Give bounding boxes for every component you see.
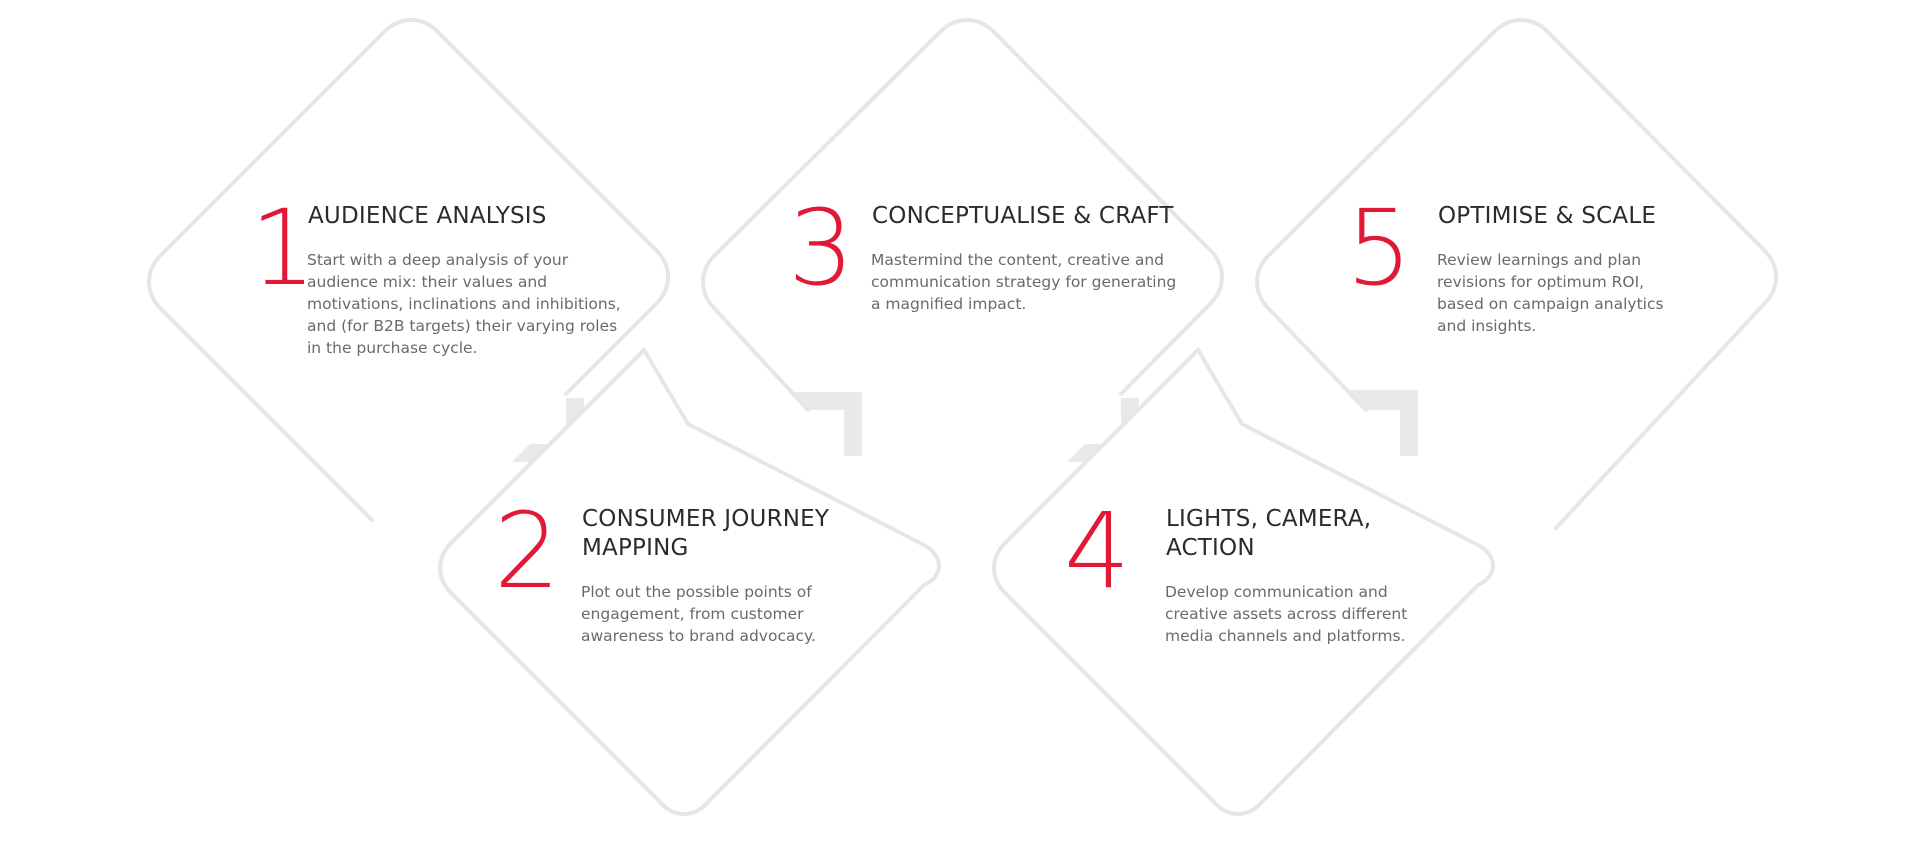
step-description: Develop communication and creative asset… <box>1165 581 1407 647</box>
title-line: MAPPING <box>582 535 689 561</box>
step-title: OPTIMISE & SCALE <box>1438 202 1664 231</box>
title-line: ACTION <box>1166 535 1255 561</box>
description-line: in the purchase cycle. <box>307 339 478 357</box>
step-description: Review learnings and plan revisions for … <box>1437 249 1664 337</box>
diamond-3 <box>701 18 1224 412</box>
diamond-outlines <box>438 346 1495 816</box>
description-line: Review learnings and plan <box>1437 251 1642 269</box>
step-content: CONSUMER JOURNEY MAPPING Plot out the po… <box>581 505 829 647</box>
description-line: Plot out the possible points of <box>581 583 812 601</box>
description-line: and insights. <box>1437 317 1537 335</box>
step-title: CONCEPTUALISE & CRAFT <box>872 202 1176 231</box>
step-content: OPTIMISE & SCALE Review learnings and pl… <box>1437 202 1664 337</box>
description-line: audience mix: their values and <box>307 273 548 291</box>
step-number: 1 <box>250 187 316 309</box>
description-line: motivations, inclinations and inhibition… <box>307 295 621 313</box>
description-line: Mastermind the content, creative and <box>871 251 1164 269</box>
description-line: Start with a deep analysis of your <box>307 251 569 269</box>
title-line: LIGHTS, CAMERA, <box>1166 506 1372 532</box>
step-title: CONSUMER JOURNEY MAPPING <box>582 505 829 563</box>
diamond-5 <box>1255 18 1778 530</box>
title-line: AUDIENCE ANALYSIS <box>308 203 547 229</box>
step-title: AUDIENCE ANALYSIS <box>308 202 621 231</box>
diamond-1 <box>147 18 670 522</box>
step-content: AUDIENCE ANALYSIS Start with a deep anal… <box>307 202 621 359</box>
step-content: LIGHTS, CAMERA, ACTION Develop communica… <box>1165 505 1407 647</box>
step-description: Start with a deep analysis of your audie… <box>307 249 621 359</box>
description-line: creative assets across different <box>1165 605 1408 623</box>
diamond-2 <box>438 346 941 816</box>
description-line: revisions for optimum ROI, <box>1437 273 1645 291</box>
step-content: CONCEPTUALISE & CRAFT Mastermind the con… <box>871 202 1176 315</box>
description-line: media channels and platforms. <box>1165 627 1406 645</box>
description-line: Develop communication and <box>1165 583 1388 601</box>
description-line: communication strategy for generating <box>871 273 1177 291</box>
description-line: a magnified impact. <box>871 295 1027 313</box>
title-line: CONSUMER JOURNEY <box>582 506 830 532</box>
step-description: Mastermind the content, creative and com… <box>871 249 1176 315</box>
step-title: LIGHTS, CAMERA, ACTION <box>1166 505 1407 563</box>
step-number: 3 <box>788 187 854 309</box>
step-description: Plot out the possible points of engageme… <box>581 581 829 647</box>
top-diamond-outlines <box>147 18 1778 530</box>
description-line: awareness to brand advocacy. <box>581 627 816 645</box>
step-number: 2 <box>494 490 560 612</box>
title-line: OPTIMISE & SCALE <box>1438 203 1657 229</box>
description-line: engagement, from customer <box>581 605 804 623</box>
description-line: based on campaign analytics <box>1437 295 1664 313</box>
step-number: 5 <box>1346 187 1412 309</box>
step-number: 4 <box>1064 490 1130 612</box>
title-line: CONCEPTUALISE & CRAFT <box>872 203 1174 229</box>
diamond-4 <box>992 346 1495 816</box>
description-line: and (for B2B targets) their varying role… <box>307 317 618 335</box>
